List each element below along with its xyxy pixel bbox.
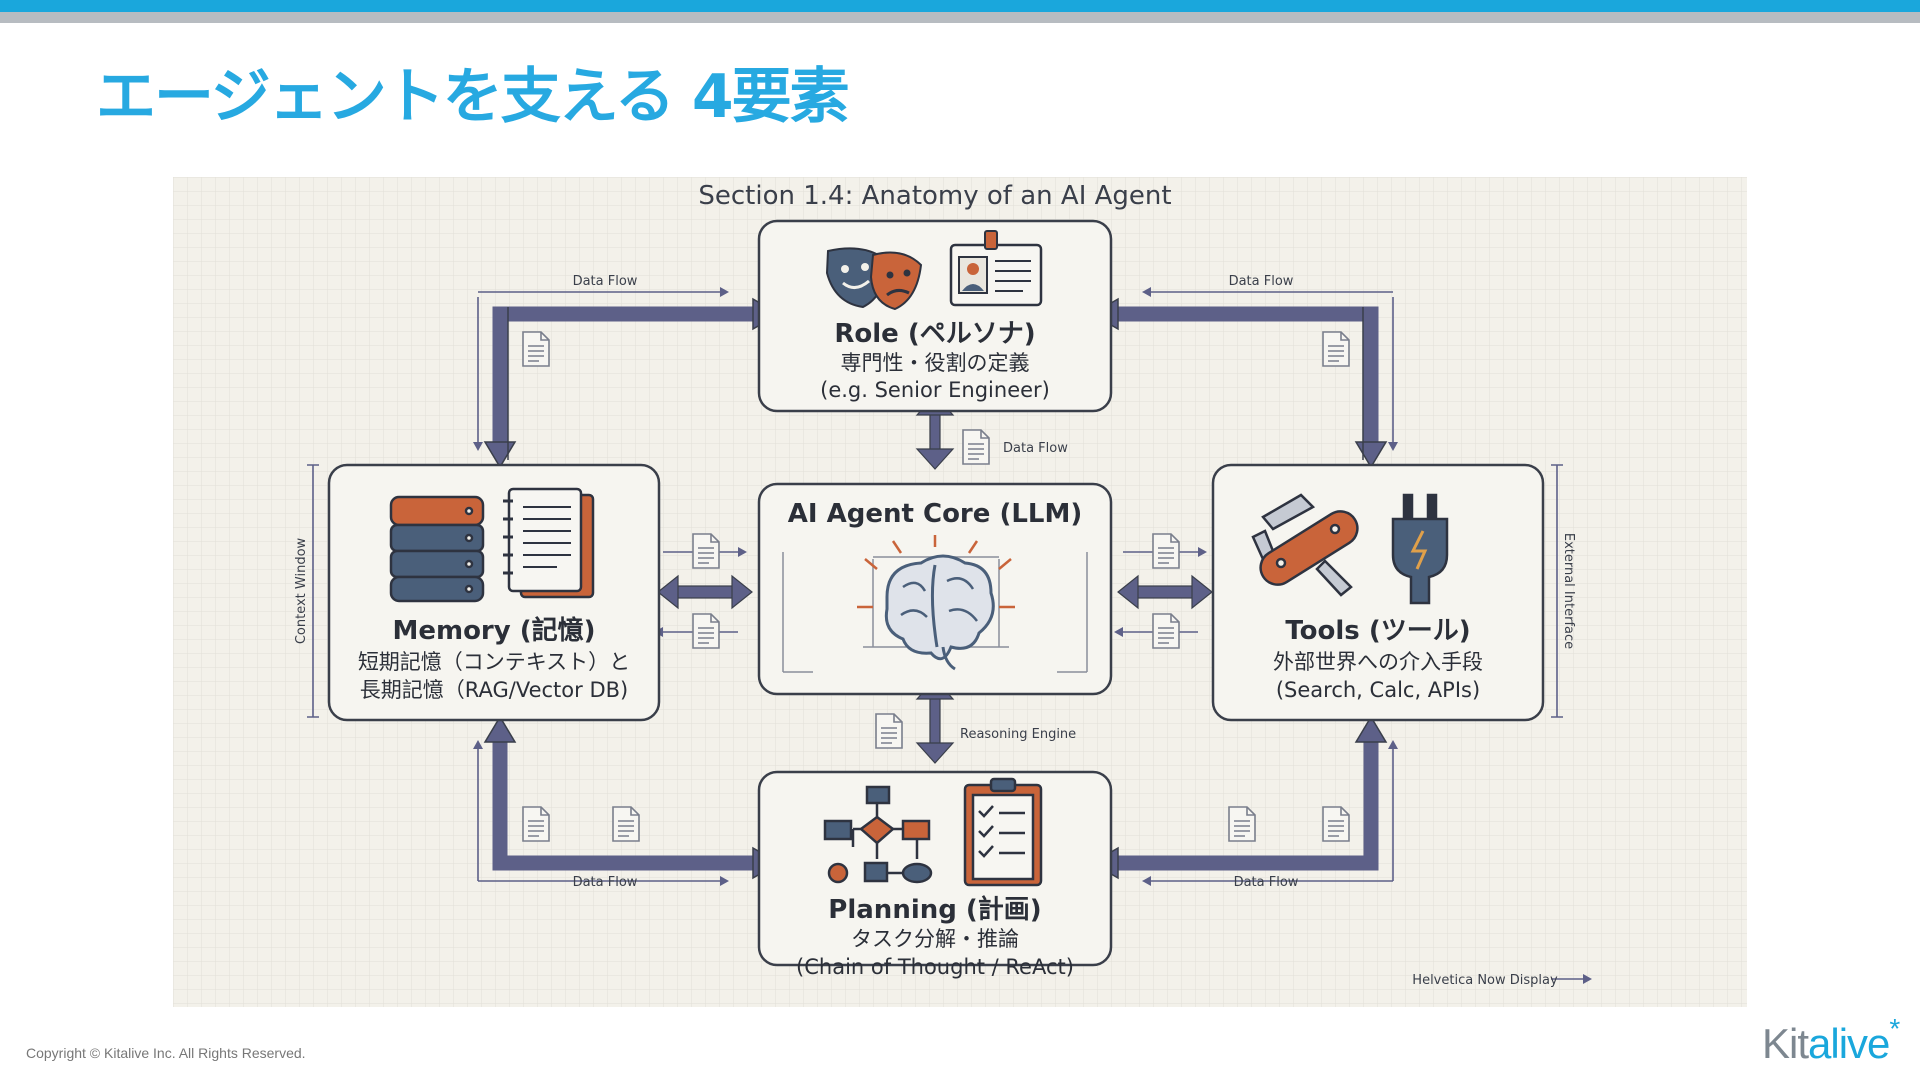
flow-arrows xyxy=(492,306,1379,871)
memory-line-1: 短期記憶（コンテキスト）と xyxy=(358,650,630,674)
tools-line-1: 外部世界への介入手段 xyxy=(1273,650,1483,674)
brain-icon xyxy=(884,554,995,671)
diagram-heading: Section 1.4: Anatomy of an AI Agent xyxy=(698,181,1171,211)
document-icon xyxy=(692,613,720,649)
arrow-role-memory xyxy=(492,306,753,442)
agent-anatomy-diagram: Section 1.4: Anatomy of an AI Agent xyxy=(173,177,1747,1007)
tools-node: Tools (ツール) 外部世界への介入手段 (Search, Calc, AP… xyxy=(1211,463,1545,722)
memory-node: Memory (記憶) 短期記憶（コンテキスト）と 長期記憶（RAG/Vecto… xyxy=(327,463,661,722)
core-node: AI Agent Core (LLM) xyxy=(757,482,1113,696)
flow-label-top-right: Data Flow xyxy=(1229,274,1294,289)
document-icon xyxy=(962,429,990,465)
flow-label-bottom-left: Data Flow xyxy=(573,875,638,890)
tools-line-2: (Search, Calc, APIs) xyxy=(1276,678,1480,702)
copyright-text: Copyright © Kitalive Inc. All Rights Res… xyxy=(26,1045,306,1061)
document-icon xyxy=(522,806,550,842)
id-card-icon xyxy=(949,230,1043,307)
document-icon xyxy=(1322,806,1350,842)
flowchart-icon xyxy=(823,785,933,884)
logo-part-2: alive xyxy=(1808,1020,1890,1067)
role-line-2: (e.g. Senior Engineer) xyxy=(820,378,1050,402)
memory-title: Memory (記憶) xyxy=(392,615,595,646)
planning-node: Planning (計画) タスク分解・推論 (Chain of Thought… xyxy=(757,770,1113,979)
checklist-icon xyxy=(963,777,1043,887)
planning-title: Planning (計画) xyxy=(828,894,1041,925)
document-icon xyxy=(1322,331,1350,367)
context-window-label: Context Window xyxy=(294,537,309,644)
slide-title: エージェントを支える 4要素 xyxy=(96,62,850,132)
kitalive-logo: Kitalive* xyxy=(1762,1013,1900,1068)
flow-label-role-core: Data Flow xyxy=(1003,441,1068,456)
document-icon xyxy=(1228,806,1256,842)
flow-label-top-left: Data Flow xyxy=(573,274,638,289)
external-interface-label: External Interface xyxy=(1561,533,1576,649)
document-icon xyxy=(522,331,550,367)
role-line-1: 専門性・役割の定義 xyxy=(841,351,1030,375)
theater-masks-icon xyxy=(825,247,923,311)
logo-mark: * xyxy=(1889,1013,1900,1044)
plug-icon xyxy=(1391,493,1449,605)
logo-part-1: Kit xyxy=(1762,1020,1809,1067)
document-icon xyxy=(612,806,640,842)
database-icon xyxy=(389,495,485,603)
top-gray-bar xyxy=(0,12,1920,23)
reasoning-engine-label: Reasoning Engine xyxy=(960,727,1076,742)
arrow-role-tools xyxy=(1118,306,1379,442)
document-icon xyxy=(1152,533,1180,569)
planning-line-2: (Chain of Thought / ReAct) xyxy=(796,955,1074,979)
tools-title: Tools (ツール) xyxy=(1285,616,1470,646)
core-title: AI Agent Core (LLM) xyxy=(788,499,1082,529)
swiss-knife-icon xyxy=(1251,493,1359,597)
notebook-icon xyxy=(503,487,595,599)
role-node: Role (ペルソナ) 専門性・役割の定義 (e.g. Senior Engin… xyxy=(757,219,1113,413)
document-icon xyxy=(875,713,903,749)
flow-label-bottom-right: Data Flow xyxy=(1234,875,1299,890)
planning-line-1: タスク分解・推論 xyxy=(851,927,1019,951)
document-icon xyxy=(692,533,720,569)
font-note-label: Helvetica Now Display xyxy=(1412,973,1558,988)
memory-line-2: 長期記憶（RAG/Vector DB) xyxy=(360,678,628,702)
top-accent-bar xyxy=(0,0,1920,12)
arrow-tools-planning xyxy=(1118,742,1379,871)
document-icon xyxy=(1152,613,1180,649)
arrow-memory-planning xyxy=(492,742,753,871)
role-title: Role (ペルソナ) xyxy=(834,319,1035,349)
